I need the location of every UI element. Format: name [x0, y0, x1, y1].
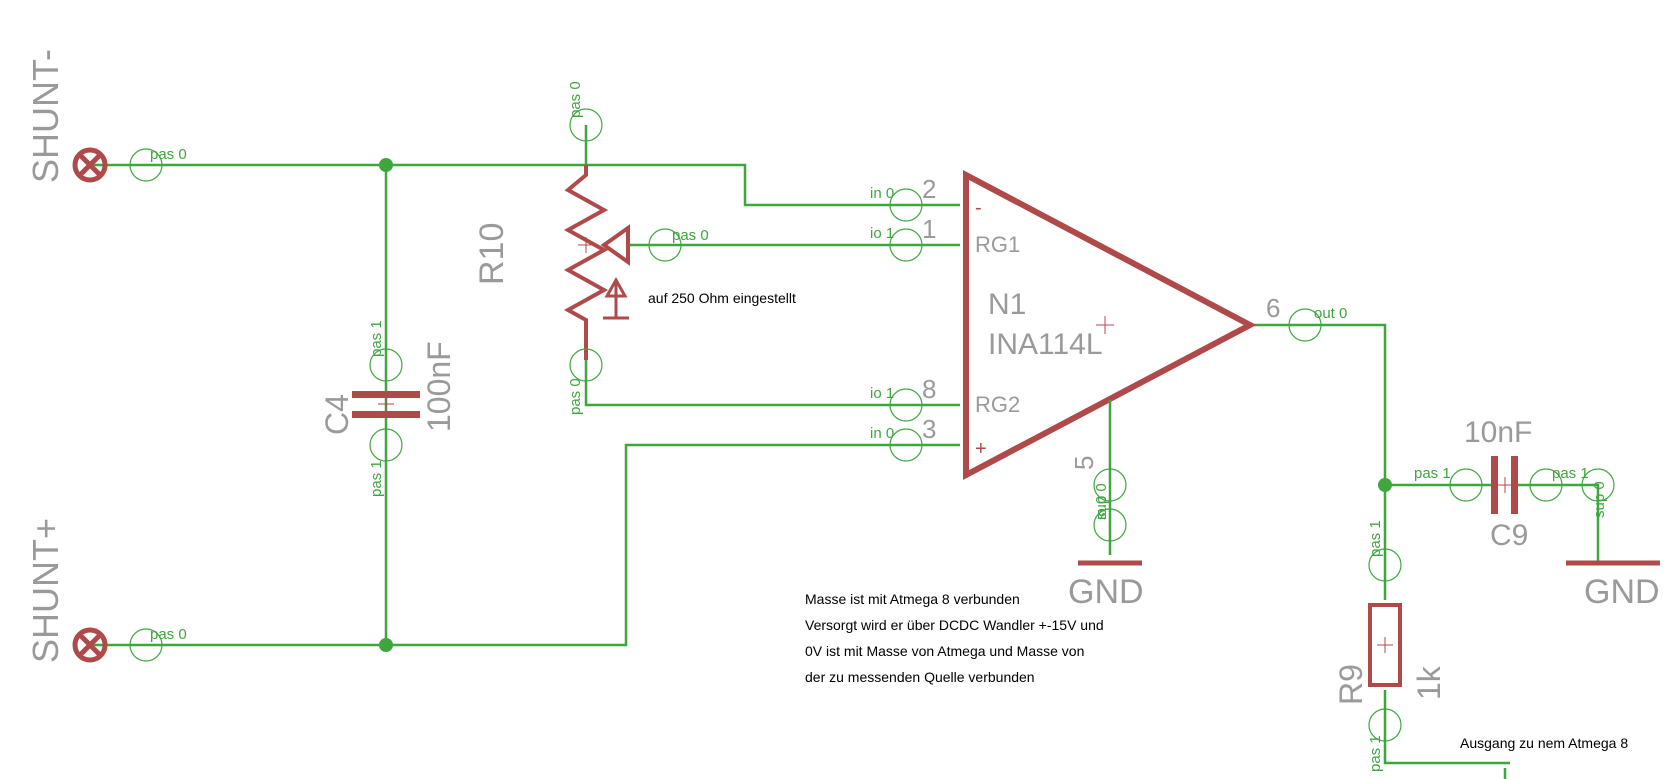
shunt-minus-label: SHUNT-	[25, 49, 66, 183]
gnd-label: GND	[1584, 573, 1660, 611]
gnd-label: GND	[1068, 573, 1144, 611]
pin-label: sup 0	[1591, 481, 1608, 518]
pin-number: 8	[922, 374, 936, 404]
pin-label: out 0	[1314, 305, 1347, 322]
resistor-body-icon	[1368, 603, 1402, 687]
r10-name: R10	[473, 223, 511, 285]
plus-sign: +	[975, 438, 987, 460]
wiper-arrow-icon	[600, 224, 630, 266]
capacitor-plate-icon	[352, 391, 420, 398]
pin-label: io 1	[870, 385, 894, 402]
shunt-plus-label: SHUNT+	[25, 518, 66, 663]
note-line: Masse ist mit Atmega 8 verbunden	[805, 591, 1020, 607]
resistor-r9[interactable]: pas 1 pas 1 R9 1k	[1333, 520, 1447, 772]
c9-value: 10nF	[1464, 416, 1532, 449]
minus-sign: -	[975, 197, 982, 219]
wires	[90, 125, 1600, 779]
resistor-zigzag-icon	[563, 165, 609, 360]
potentiometer-r10[interactable]: R10 pas 0 pas 0 pas 0 auf 250 Ohm einges…	[473, 81, 796, 415]
output-note: Ausgang zu nem Atmega 8	[1460, 735, 1628, 751]
pin-label: io 0	[1093, 496, 1110, 520]
pin-label: pas 0	[567, 378, 584, 415]
pin-label: pas 1	[1367, 735, 1384, 772]
pin-number: 3	[922, 414, 936, 444]
net-shunt-minus	[90, 163, 960, 207]
net-shunt-plus	[90, 443, 960, 647]
pin-label: io 1	[870, 225, 894, 242]
capacitor-plate-icon	[1511, 456, 1518, 514]
gnd-symbol-1[interactable]: GND	[1068, 560, 1144, 611]
pin-label: pas 0	[567, 81, 584, 118]
note-line: Versorgt wird er über DCDC Wandler +-15V…	[805, 617, 1104, 633]
n1-value: INA114L	[988, 328, 1103, 361]
pin-label: pas 1	[368, 460, 385, 497]
capacitor-c9[interactable]: pas 1 pas 1 sup 0 10nF C9	[1414, 416, 1615, 552]
junction-dot	[379, 158, 393, 172]
n1-name: N1	[988, 288, 1026, 321]
r9-name: R9	[1333, 664, 1369, 705]
gnd-symbol-2[interactable]: GND	[1566, 525, 1660, 611]
pin-number: 2	[922, 174, 936, 204]
pin-number: 1	[922, 214, 936, 244]
pin-label: in 0	[870, 185, 894, 202]
connector-pad-icon	[72, 627, 108, 663]
pin-label: sup 0	[1093, 483, 1110, 520]
pin-label: pas 1	[1367, 520, 1384, 557]
capacitor-c4[interactable]: pas 1 pas 1 C4 100nF	[319, 320, 457, 497]
amplifier-n1[interactable]: N1 INA114L RG1 RG2 - + in 0 io 1 io 1 in…	[870, 170, 1347, 555]
capacitor-plate-icon	[1491, 456, 1498, 514]
pin-label: pas 0	[150, 146, 187, 163]
info-note: Masse ist mit Atmega 8 verbunden Versorg…	[805, 591, 1104, 685]
rg1-label: RG1	[975, 232, 1020, 257]
net-c9-right	[1528, 483, 1600, 525]
pin-label: in 0	[870, 425, 894, 442]
junction-dot	[1378, 478, 1392, 492]
note-line: der zu messenden Quelle verbunden	[805, 669, 1035, 685]
shunt-plus-connector[interactable]: SHUNT+ pas 0	[25, 518, 187, 663]
pin-label: pas 0	[150, 626, 187, 643]
net-r9-bottom	[1383, 690, 1510, 765]
c4-value: 100nF	[421, 341, 457, 432]
pin-label: pas 1	[1552, 465, 1589, 482]
pin-label: pas 0	[672, 227, 709, 244]
pin-label: pas 1	[368, 320, 385, 357]
capacitor-plate-icon	[352, 411, 420, 418]
r9-value: 1k	[1411, 665, 1447, 700]
c9-name: C9	[1490, 519, 1528, 552]
shunt-minus-connector[interactable]: SHUNT- pas 0	[25, 49, 187, 183]
opamp-triangle-icon	[963, 170, 1257, 480]
net-r10-rg2	[584, 360, 960, 407]
pin-label: pas 1	[1414, 465, 1451, 482]
pin-number: 5	[1069, 456, 1099, 470]
rg2-label: RG2	[975, 392, 1020, 417]
junction-dot	[379, 638, 393, 652]
connector-pad-icon	[72, 147, 108, 183]
c4-name: C4	[319, 394, 355, 435]
r10-note: auf 250 Ohm eingestellt	[648, 290, 796, 306]
note-line: 0V ist mit Masse von Atmega und Masse vo…	[805, 643, 1084, 659]
net-out	[1245, 323, 1387, 485]
pin-number: 6	[1266, 293, 1280, 323]
